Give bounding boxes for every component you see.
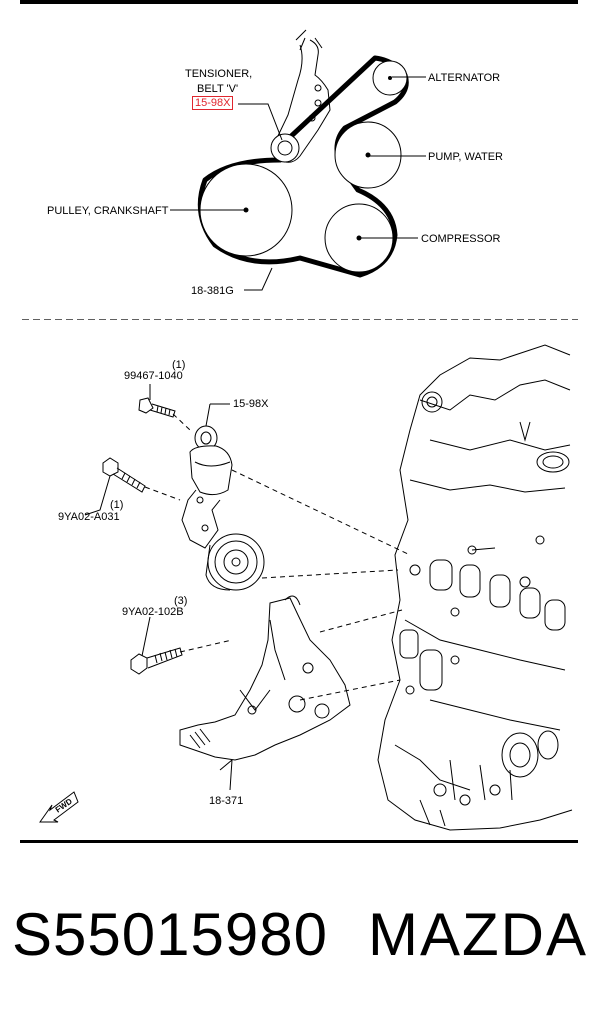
bolt-9YA02-A031 bbox=[102, 457, 146, 493]
tensioner-label-line2: BELT 'V' bbox=[197, 83, 239, 95]
bolt3-part-label: 9YA02-102B bbox=[122, 606, 184, 618]
exploded-assembly-diagram bbox=[39, 344, 573, 831]
drive-belt bbox=[197, 55, 409, 278]
tensioner-bracket bbox=[274, 39, 331, 163]
bolt-9YA02-102B bbox=[130, 647, 183, 675]
compressor-label: COMPRESSOR bbox=[421, 233, 501, 245]
water-pump-label: PUMP, WATER bbox=[428, 151, 503, 163]
bolt1-qty-label: (1) bbox=[172, 359, 186, 371]
bolt1-part-label: 99467-1040 bbox=[124, 370, 183, 382]
bracket-18-371 bbox=[179, 595, 351, 761]
bracket-part-label: 18-371 bbox=[209, 795, 244, 807]
tensioner-assembly bbox=[181, 425, 265, 591]
tensioner-part-highlight[interactable]: 15-98X bbox=[192, 96, 234, 110]
brand-name: MAZDA bbox=[368, 901, 588, 968]
belt-routing-diagram bbox=[22, 29, 578, 320]
bolt3-qty-label: (3) bbox=[174, 595, 188, 607]
top-border-line bbox=[20, 0, 578, 4]
forward-direction-arrow bbox=[39, 791, 79, 823]
alternator-label: ALTERNATOR bbox=[428, 72, 501, 84]
bolt-99467-1040 bbox=[138, 397, 176, 418]
part-number: S55015980 bbox=[12, 901, 328, 968]
footer: S55015980 MAZDA bbox=[0, 890, 600, 980]
tensioner-label-line1: TENSIONER, bbox=[185, 68, 253, 80]
bolt2-qty-label: (1) bbox=[110, 499, 124, 511]
belt-part-label: 18-381G bbox=[191, 285, 234, 297]
engine-block bbox=[377, 344, 573, 831]
tensioner-part-label-lower: 15-98X bbox=[233, 398, 269, 410]
crankshaft-pulley-label: PULLEY, CRANKSHAFT bbox=[47, 205, 169, 217]
bolt2-part-label: 9YA02-A031 bbox=[58, 511, 120, 523]
alignment-dashed-lines bbox=[144, 413, 411, 701]
bottom-border-line bbox=[20, 840, 578, 843]
